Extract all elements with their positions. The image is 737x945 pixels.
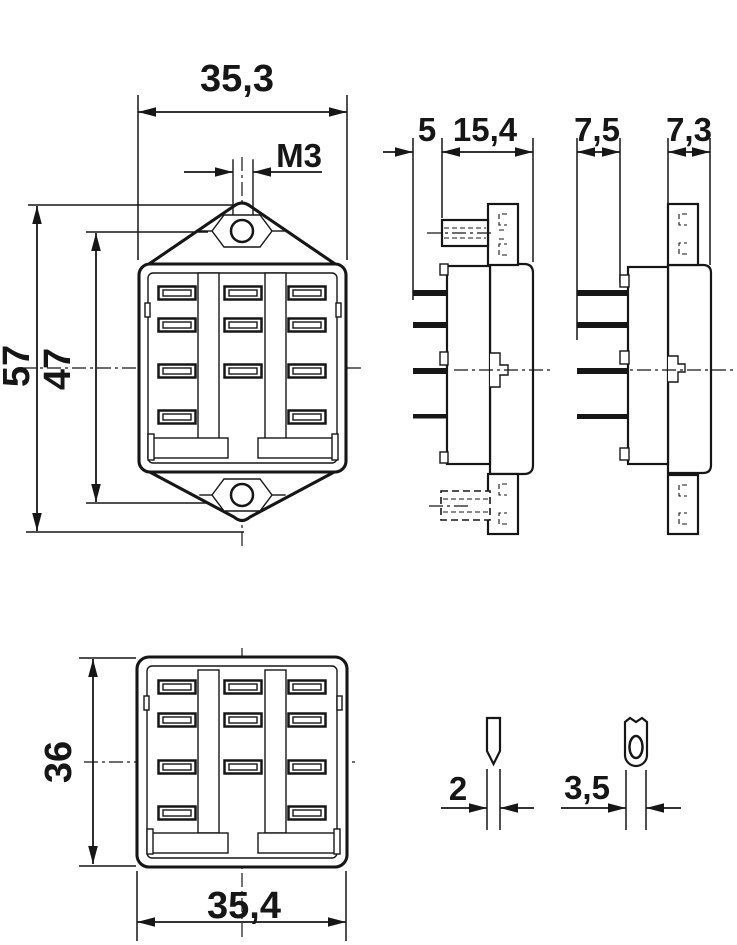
dim-front-width: 35,3 <box>137 58 348 260</box>
contact-slot <box>157 805 197 821</box>
terminal-pin <box>577 322 628 328</box>
contact-slot <box>287 285 327 301</box>
guide-peg <box>667 355 686 383</box>
dim-label-pin-thickness: 2 <box>449 770 467 807</box>
dim-thread: M3 <box>184 137 322 177</box>
dim-overall-height: 57 <box>0 204 244 533</box>
flange-profile <box>488 262 535 476</box>
contact-slot <box>287 712 327 728</box>
divider-bar <box>264 272 287 441</box>
dim-label-depth: 15,4 <box>453 111 518 148</box>
dim-label-pin-width: 3,5 <box>564 769 610 806</box>
bottom-view: 36 35,4 <box>38 648 358 941</box>
divider-bar <box>197 669 220 834</box>
contact-slot <box>223 363 263 379</box>
contact-slot <box>287 759 327 775</box>
divider-bar <box>264 669 287 834</box>
dim-label-thread: M3 <box>276 137 322 174</box>
contact-slot <box>287 679 327 695</box>
terminal-pin <box>577 368 628 374</box>
front-view: 35,3 M3 57 47 <box>0 58 362 548</box>
terminal-pin <box>413 322 447 328</box>
ear-tab-top <box>486 202 520 267</box>
terminal-pin <box>413 368 447 374</box>
dim-body-width: 35,4 <box>136 871 347 941</box>
mounting-hole-top <box>229 218 255 244</box>
contact-slot <box>157 712 197 728</box>
dim-label-hole-spacing: 47 <box>37 348 79 390</box>
pin-detail-flat: 2 <box>441 716 534 830</box>
dim-hole-spacing: 47 <box>37 231 208 504</box>
dim-body-height: 36 <box>38 657 136 867</box>
ear-tab-bottom <box>666 473 700 536</box>
contact-slot <box>287 363 327 379</box>
dim-label-pin-protrusion: 5 <box>418 111 436 148</box>
terminal-pin <box>577 290 628 296</box>
contact-slot <box>157 317 197 333</box>
contact-slot <box>157 285 197 301</box>
ear-tab-top <box>666 202 700 267</box>
side-view-screw: 5 15,4 <box>383 111 551 536</box>
terminal-pin <box>577 414 628 419</box>
mounting-hole-bottom <box>229 482 255 508</box>
contact-slot <box>157 363 197 379</box>
flange-profile <box>666 263 713 475</box>
divider-bar <box>197 272 220 441</box>
dim-label-side-pin: 7,5 <box>574 111 620 148</box>
contact-slot <box>223 759 263 775</box>
pin-hole <box>628 734 644 760</box>
terminal-pin <box>413 414 447 419</box>
contact-slot <box>223 679 263 695</box>
body-profile <box>626 265 670 466</box>
contact-slot <box>287 805 327 821</box>
contact-slot <box>287 317 327 333</box>
terminal-pin <box>413 290 447 296</box>
ear-tab-bottom <box>486 472 520 536</box>
dim-label-body-height: 36 <box>38 741 80 783</box>
contact-slot <box>223 712 263 728</box>
dim-label-overall-height: 57 <box>0 345 38 387</box>
contact-slot <box>223 285 263 301</box>
contact-slot <box>287 409 327 425</box>
pin-outline <box>485 716 502 767</box>
dim-label-front-width: 35,3 <box>200 58 274 100</box>
contact-slot <box>157 409 197 425</box>
contact-slot <box>223 317 263 333</box>
body-profile <box>445 264 492 466</box>
pin-detail-tab: 3,5 <box>561 716 681 830</box>
contact-slot <box>157 759 197 775</box>
side-view-tab: 7,5 7,3 <box>574 111 734 536</box>
dim-label-side-tab: 7,3 <box>666 111 712 148</box>
contact-slot <box>157 679 197 695</box>
dim-label-body-width: 35,4 <box>207 885 281 927</box>
